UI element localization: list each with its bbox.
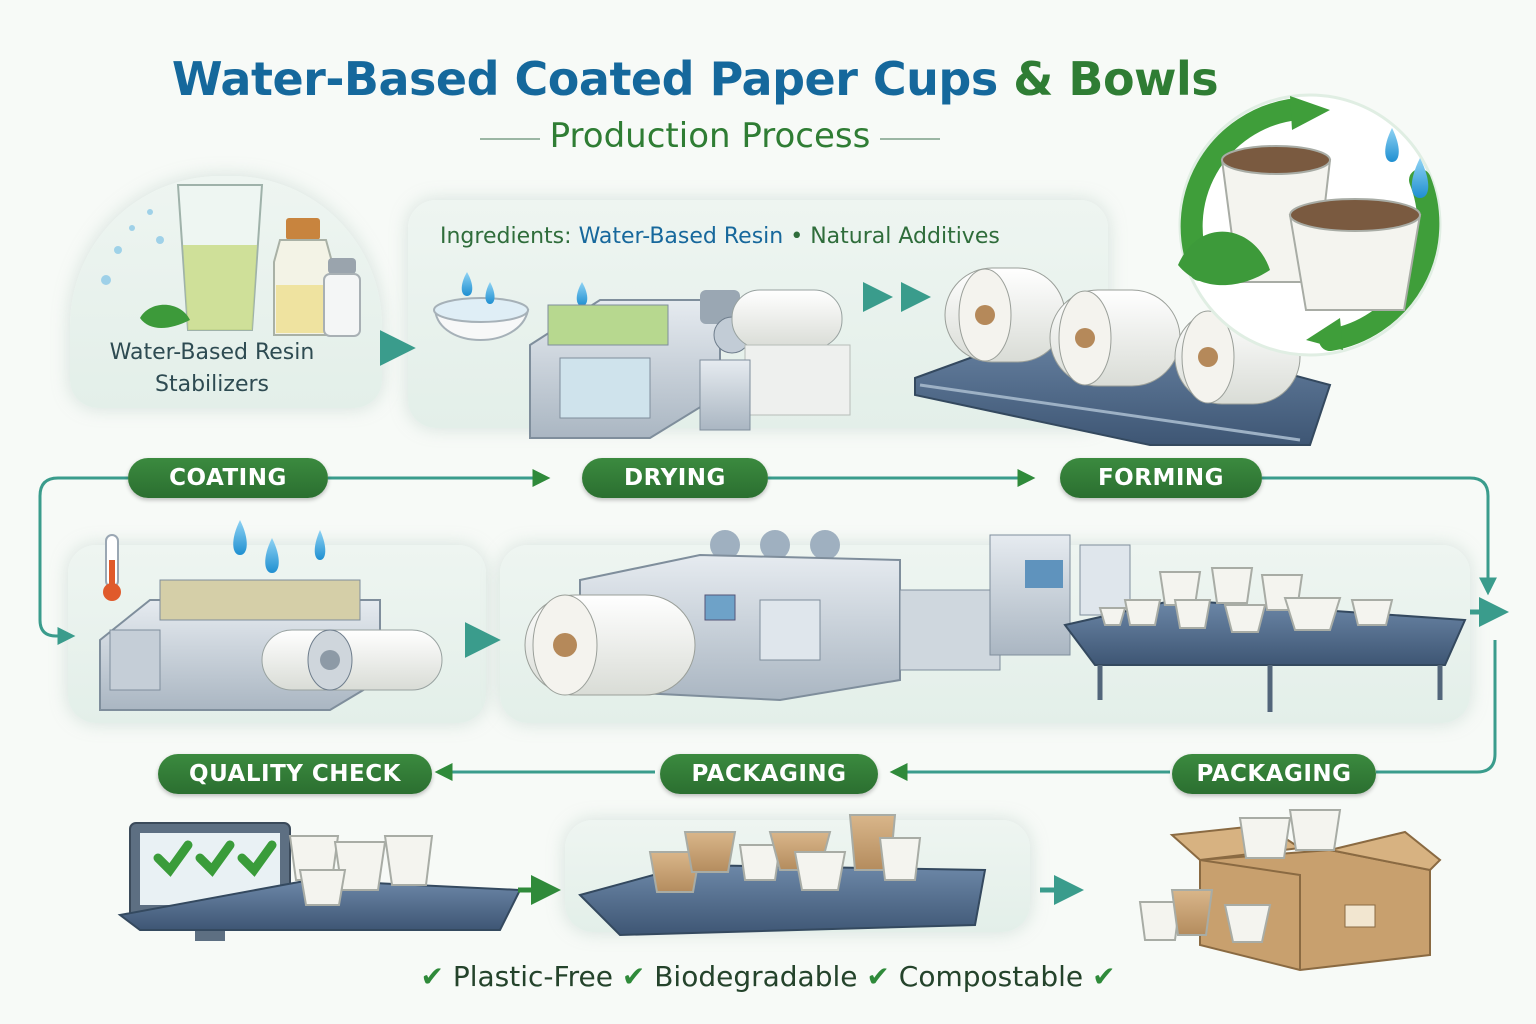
subtitle-block: Production Process: [480, 116, 940, 160]
stage-quality-check: QUALITY CHECK: [158, 754, 432, 794]
forming-roll-icon: [524, 594, 696, 696]
leaf-icon: [140, 304, 190, 328]
pack-conveyor-icon: [578, 863, 987, 937]
ingredients-item-1: Water-Based Resin: [578, 224, 784, 249]
stage-drying: DRYING: [582, 458, 768, 498]
splash-icon: [101, 209, 164, 285]
flow-line-row2: [434, 640, 1497, 781]
stage-coating: COATING: [128, 458, 328, 498]
eco-leaf-icon: [1178, 231, 1270, 286]
check-icon: ✔: [420, 960, 444, 993]
kraft-cups-icon: [648, 814, 922, 893]
check-icon: ✔: [866, 960, 890, 993]
title-amp: & Bowls: [1013, 52, 1219, 106]
page-title: Water-Based Coated Paper Cups & Bowls: [0, 52, 1390, 106]
ingredients-item-2: Natural Additives: [810, 224, 1000, 249]
bowl-icon: [1288, 198, 1422, 311]
eco-water-drop-icon: [1385, 128, 1429, 198]
formed-cups-icon: [1098, 567, 1394, 633]
benefit-plastic-free: Plastic-Free: [452, 960, 613, 993]
water-drop-icon: [461, 272, 588, 306]
title-main: Water-Based Coated Paper Cups: [171, 52, 998, 106]
subtitle-rule-right: [880, 138, 940, 140]
ingredients-separator: •: [790, 224, 804, 249]
benefits-line: ✔ Plastic-Free ✔ Biodegradable ✔ Compost…: [0, 960, 1536, 993]
page-subtitle: Production Process: [549, 116, 871, 156]
flow-line-row1: [38, 469, 1497, 645]
resin-bowl-icon: [433, 297, 530, 341]
drying-drop-icon: [233, 520, 326, 573]
stage-packaging-1: PACKAGING: [660, 754, 878, 794]
check-icon: ✔: [621, 960, 646, 993]
stage-packaging-2: PACKAGING: [1172, 754, 1376, 794]
materials-label-1: Water-Based Resin: [109, 340, 315, 365]
boxed-cups-icon: [1138, 809, 1342, 943]
drying-machine-icon: [99, 579, 443, 711]
coating-machine-icon: [529, 289, 851, 439]
thermometer-icon: [103, 534, 121, 601]
check-icon: ✔: [1092, 960, 1116, 993]
stage-forming: FORMING: [1060, 458, 1262, 498]
cup-conveyor-icon: [1063, 598, 1467, 712]
bottle-icon: [273, 218, 333, 336]
checkmark-icon: [153, 840, 277, 877]
benefit-biodegradable: Biodegradable: [654, 960, 858, 993]
qc-cups-icon: [288, 835, 434, 906]
ingredients-prefix: Ingredients:: [440, 224, 572, 249]
ingredients-label: Ingredients: Water-Based Resin • Natural…: [440, 224, 1000, 249]
boxed-kraft-cup-icon: [1170, 889, 1214, 936]
shaker-icon: [323, 258, 361, 337]
benefit-compostable: Compostable: [898, 960, 1084, 993]
subtitle-rule-left: [480, 138, 540, 140]
beaker-icon: [176, 184, 264, 331]
materials-label-2: Stabilizers: [155, 372, 269, 397]
